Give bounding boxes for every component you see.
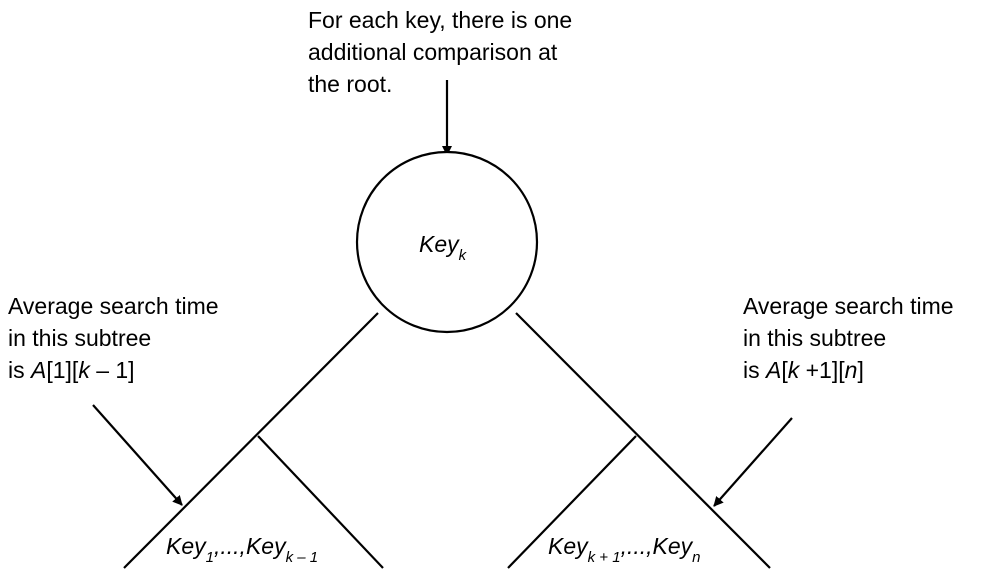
right-note-line-3: is A[k +1][n] <box>743 357 864 383</box>
left-subtree <box>123 312 384 569</box>
root-note-line-3: the root. <box>308 71 392 97</box>
root-node-label: Keyk <box>419 231 468 264</box>
left-note-line-3: is A[1][k – 1] <box>8 357 135 383</box>
left-subtree-label: Key1,...,Keyk – 1 <box>166 533 318 566</box>
right-subtree-divider <box>507 435 637 569</box>
left-subtree-edge <box>123 312 379 569</box>
right-subtree-label: Keyk + 1,...,Keyn <box>548 533 701 566</box>
right-subtree-edge <box>515 312 771 569</box>
right-note-line-2: in this subtree <box>743 325 886 351</box>
root-node <box>355 150 539 334</box>
left-note-line-2: in this subtree <box>8 325 151 351</box>
root-note-line-1: For each key, there is one <box>308 7 572 33</box>
left-note-line-1: Average search time <box>8 293 219 319</box>
left-note-arrow <box>92 404 183 506</box>
root-note-line-2: additional comparison at <box>308 39 558 65</box>
right-note-arrow <box>713 417 793 507</box>
right-subtree <box>507 312 771 569</box>
left-subtree-divider <box>257 435 384 569</box>
right-note-line-1: Average search time <box>743 293 954 319</box>
